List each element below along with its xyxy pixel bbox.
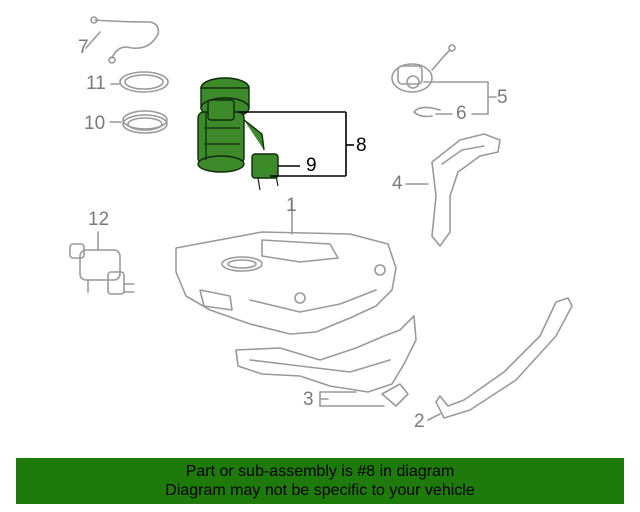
part-9-level-sensor: [251, 153, 279, 191]
part-3-heat-shields: [235, 315, 417, 407]
info-banner: Part or sub-assembly is #8 in diagram Di…: [16, 458, 624, 504]
leader-lines-8-9: [238, 111, 354, 177]
part-5-filler-cap: [391, 44, 497, 115]
callout-1: 1: [286, 195, 297, 216]
part-8-fuel-pump-assembly: [197, 77, 265, 173]
banner-line-2: Diagram may not be specific to your vehi…: [165, 482, 475, 499]
callout-4: 4: [392, 173, 403, 194]
callout-11: 11: [86, 73, 106, 94]
part-1-fuel-tank: [175, 199, 397, 335]
part-10-seal: [109, 110, 168, 134]
part-11-lock-ring: [110, 71, 169, 93]
callout-10: 10: [84, 113, 106, 134]
banner-line-1: Part or sub-assembly is #8 in diagram: [185, 463, 455, 480]
parts-diagram: [69, 16, 573, 421]
callout-12: 12: [88, 209, 110, 230]
part-7-sensor-wire: [85, 16, 160, 64]
part-6-clip: [413, 106, 453, 118]
callout-9: 9: [306, 155, 317, 176]
callout-5: 5: [497, 87, 508, 108]
callout-8: 8: [356, 135, 367, 156]
part-2-tank-strap: [427, 297, 573, 421]
callout-2: 2: [414, 411, 425, 432]
callout-7: 7: [78, 37, 89, 58]
part-4-filler-neck: [405, 133, 501, 247]
callout-6: 6: [456, 103, 467, 124]
callout-3: 3: [303, 389, 314, 410]
part-12-fuel-filter: [69, 231, 135, 295]
